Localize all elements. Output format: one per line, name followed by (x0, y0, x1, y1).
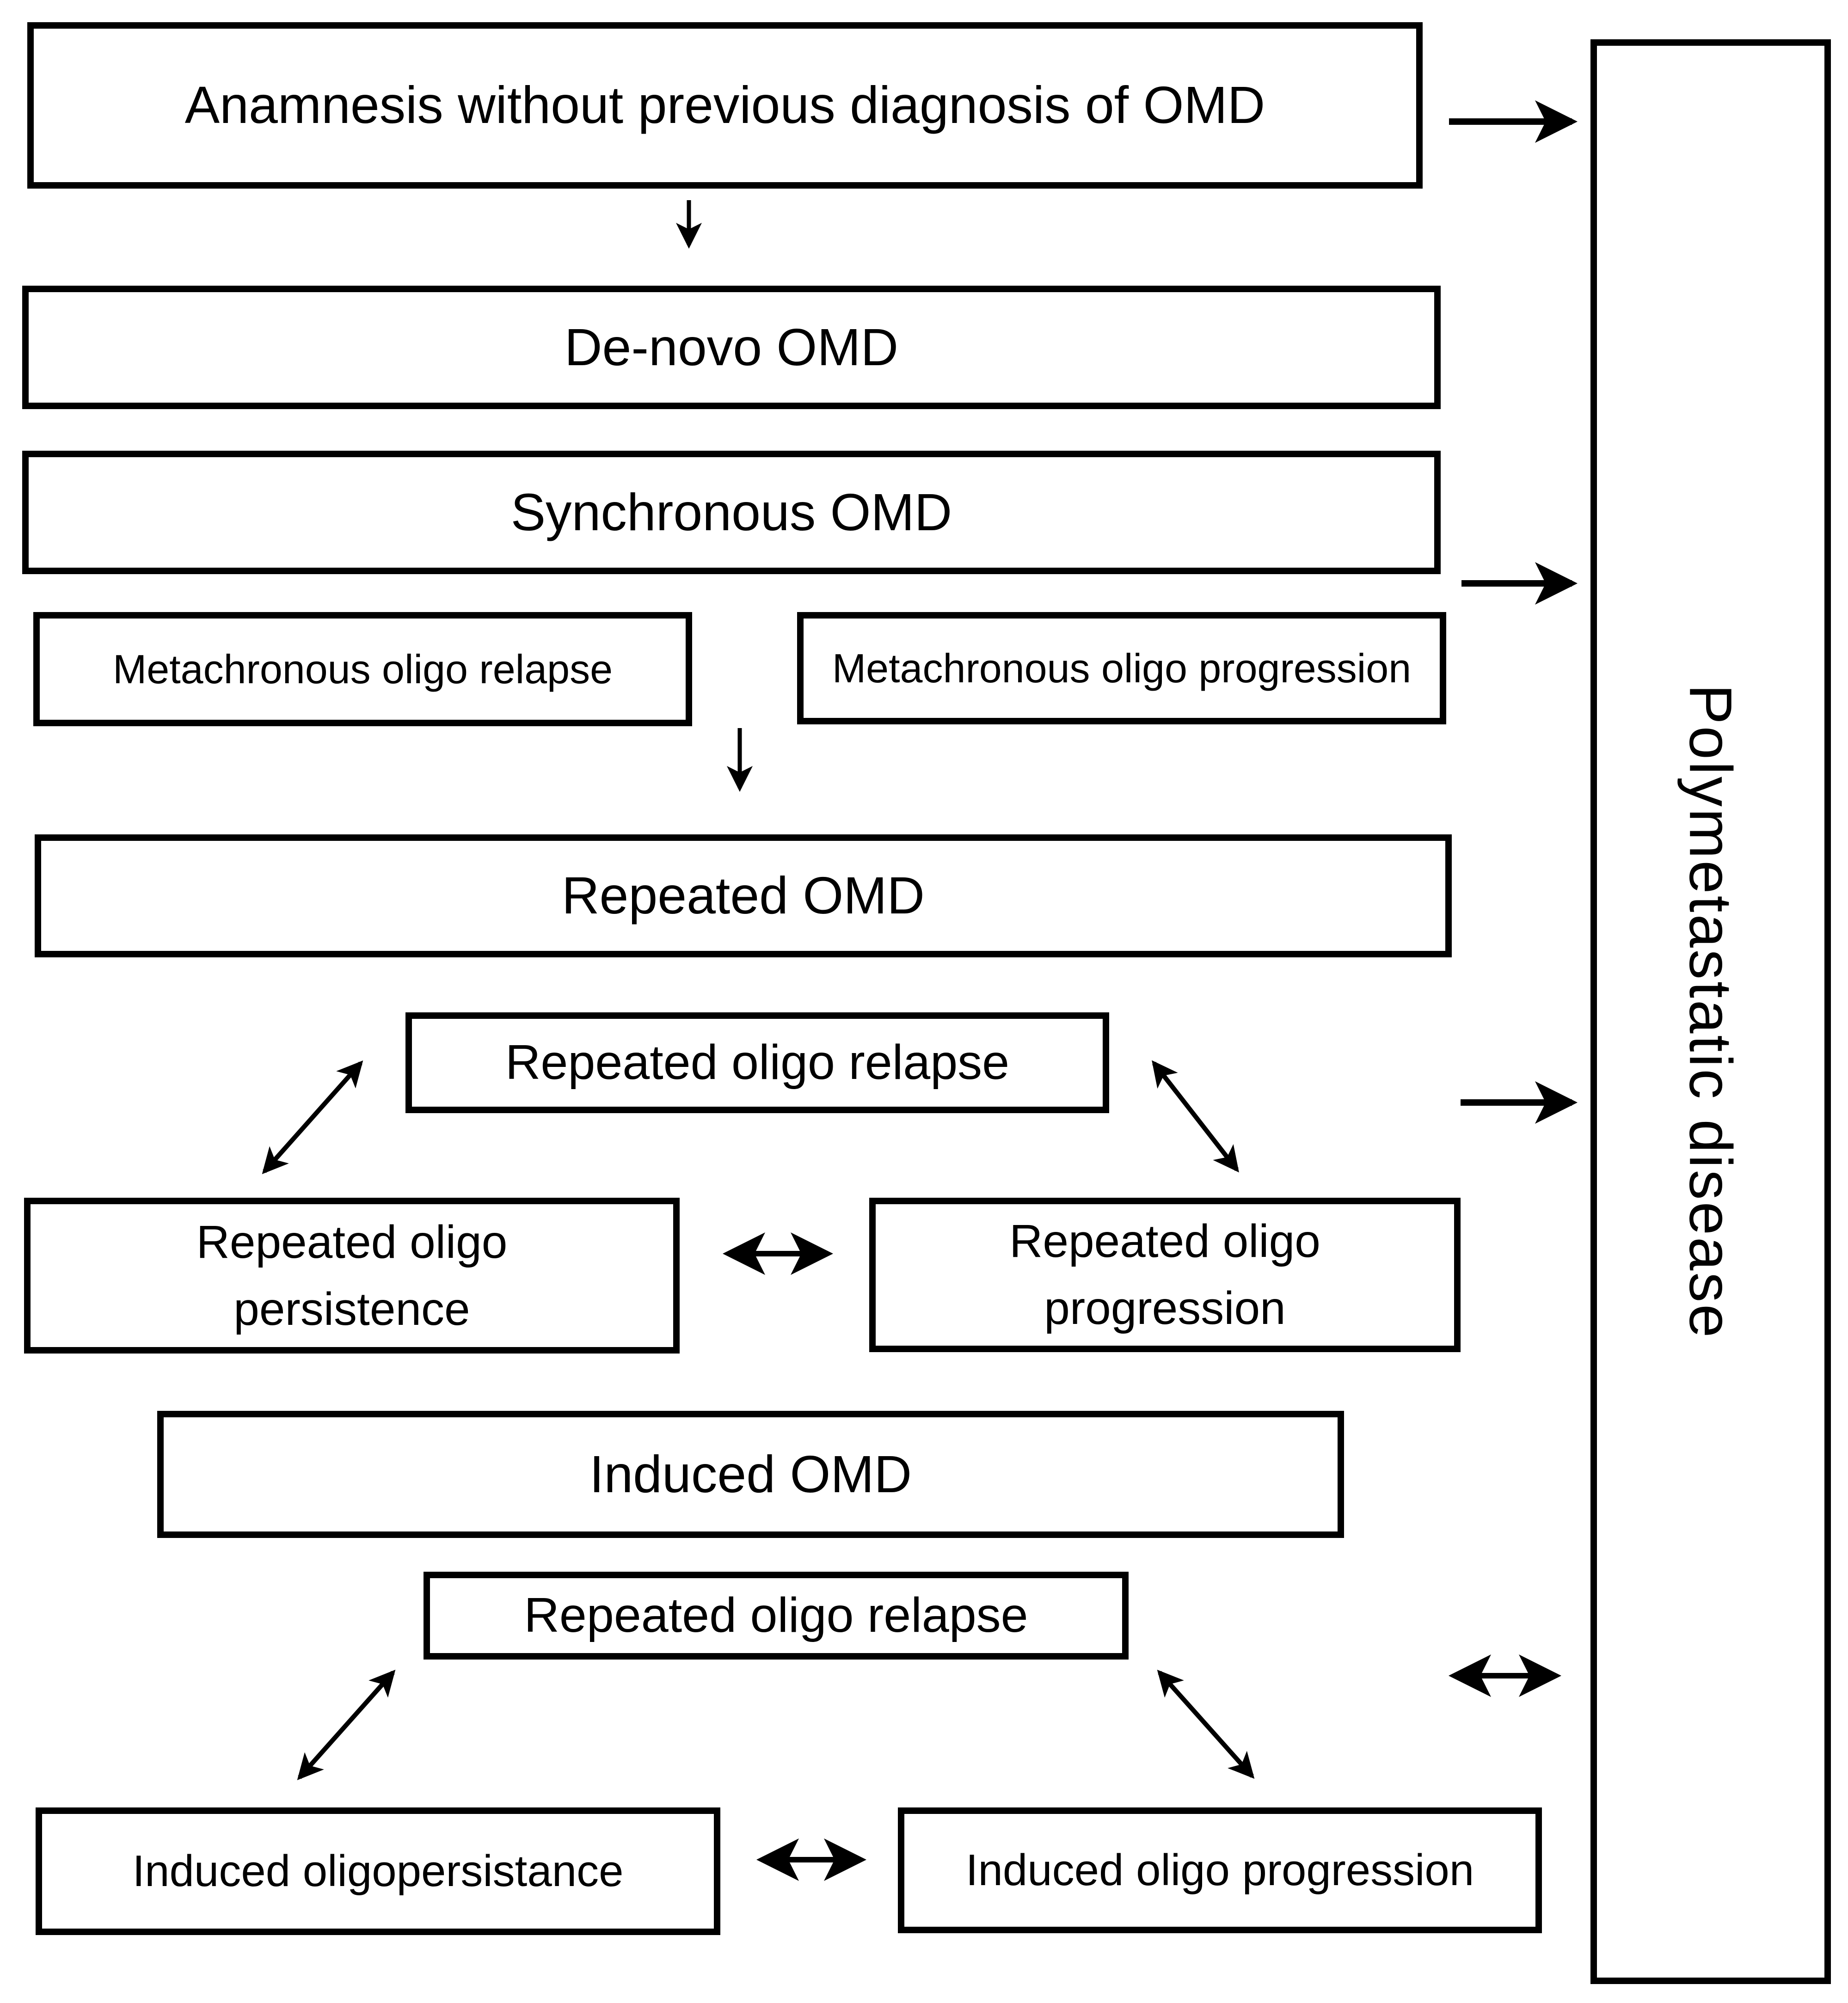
node-repeated-oligo-persistence: Repeated oligo persistence (24, 1198, 680, 1354)
node-repeated-oligo-relapse-lower: Repeated oligo relapse (424, 1572, 1129, 1660)
node-metachronous-oligo-relapse: Metachronous oligo relapse (33, 612, 692, 726)
polymetastatic-disease-label: Polymetastatic disease (1677, 684, 1745, 1340)
arrow-repeated-persistence-to-repeated-relapse (262, 1060, 363, 1174)
arrow-induced-oligopersistance-to-repeated-relapse-lower (297, 1670, 396, 1780)
node-polymetastatic-disease: Polymetastatic disease (1590, 39, 1831, 1984)
node-induced-oligo-progression: Induced oligo progression (898, 1807, 1542, 1933)
node-anamnesis: Anamnesis without previous diagnosis of … (27, 22, 1423, 189)
node-repeated-oligo-relapse-upper: Repeated oligo relapse (405, 1012, 1109, 1113)
node-induced-oligopersistance: Induced oligopersistance (36, 1807, 720, 1935)
node-synchronous-omd: Synchronous OMD (22, 451, 1441, 574)
node-induced-omd: Induced OMD (157, 1411, 1344, 1538)
node-metachronous-oligo-progression: Metachronous oligo progression (797, 612, 1446, 724)
arrow-repeated-relapse-lower-to-induced-oligo-progression (1157, 1670, 1255, 1779)
node-repeated-omd: Repeated OMD (35, 834, 1452, 957)
arrow-repeated-relapse-to-repeated-progression (1152, 1060, 1239, 1173)
node-repeated-oligo-progression: Repeated oligo progression (869, 1198, 1461, 1352)
node-de-novo-omd: De-novo OMD (22, 286, 1441, 409)
